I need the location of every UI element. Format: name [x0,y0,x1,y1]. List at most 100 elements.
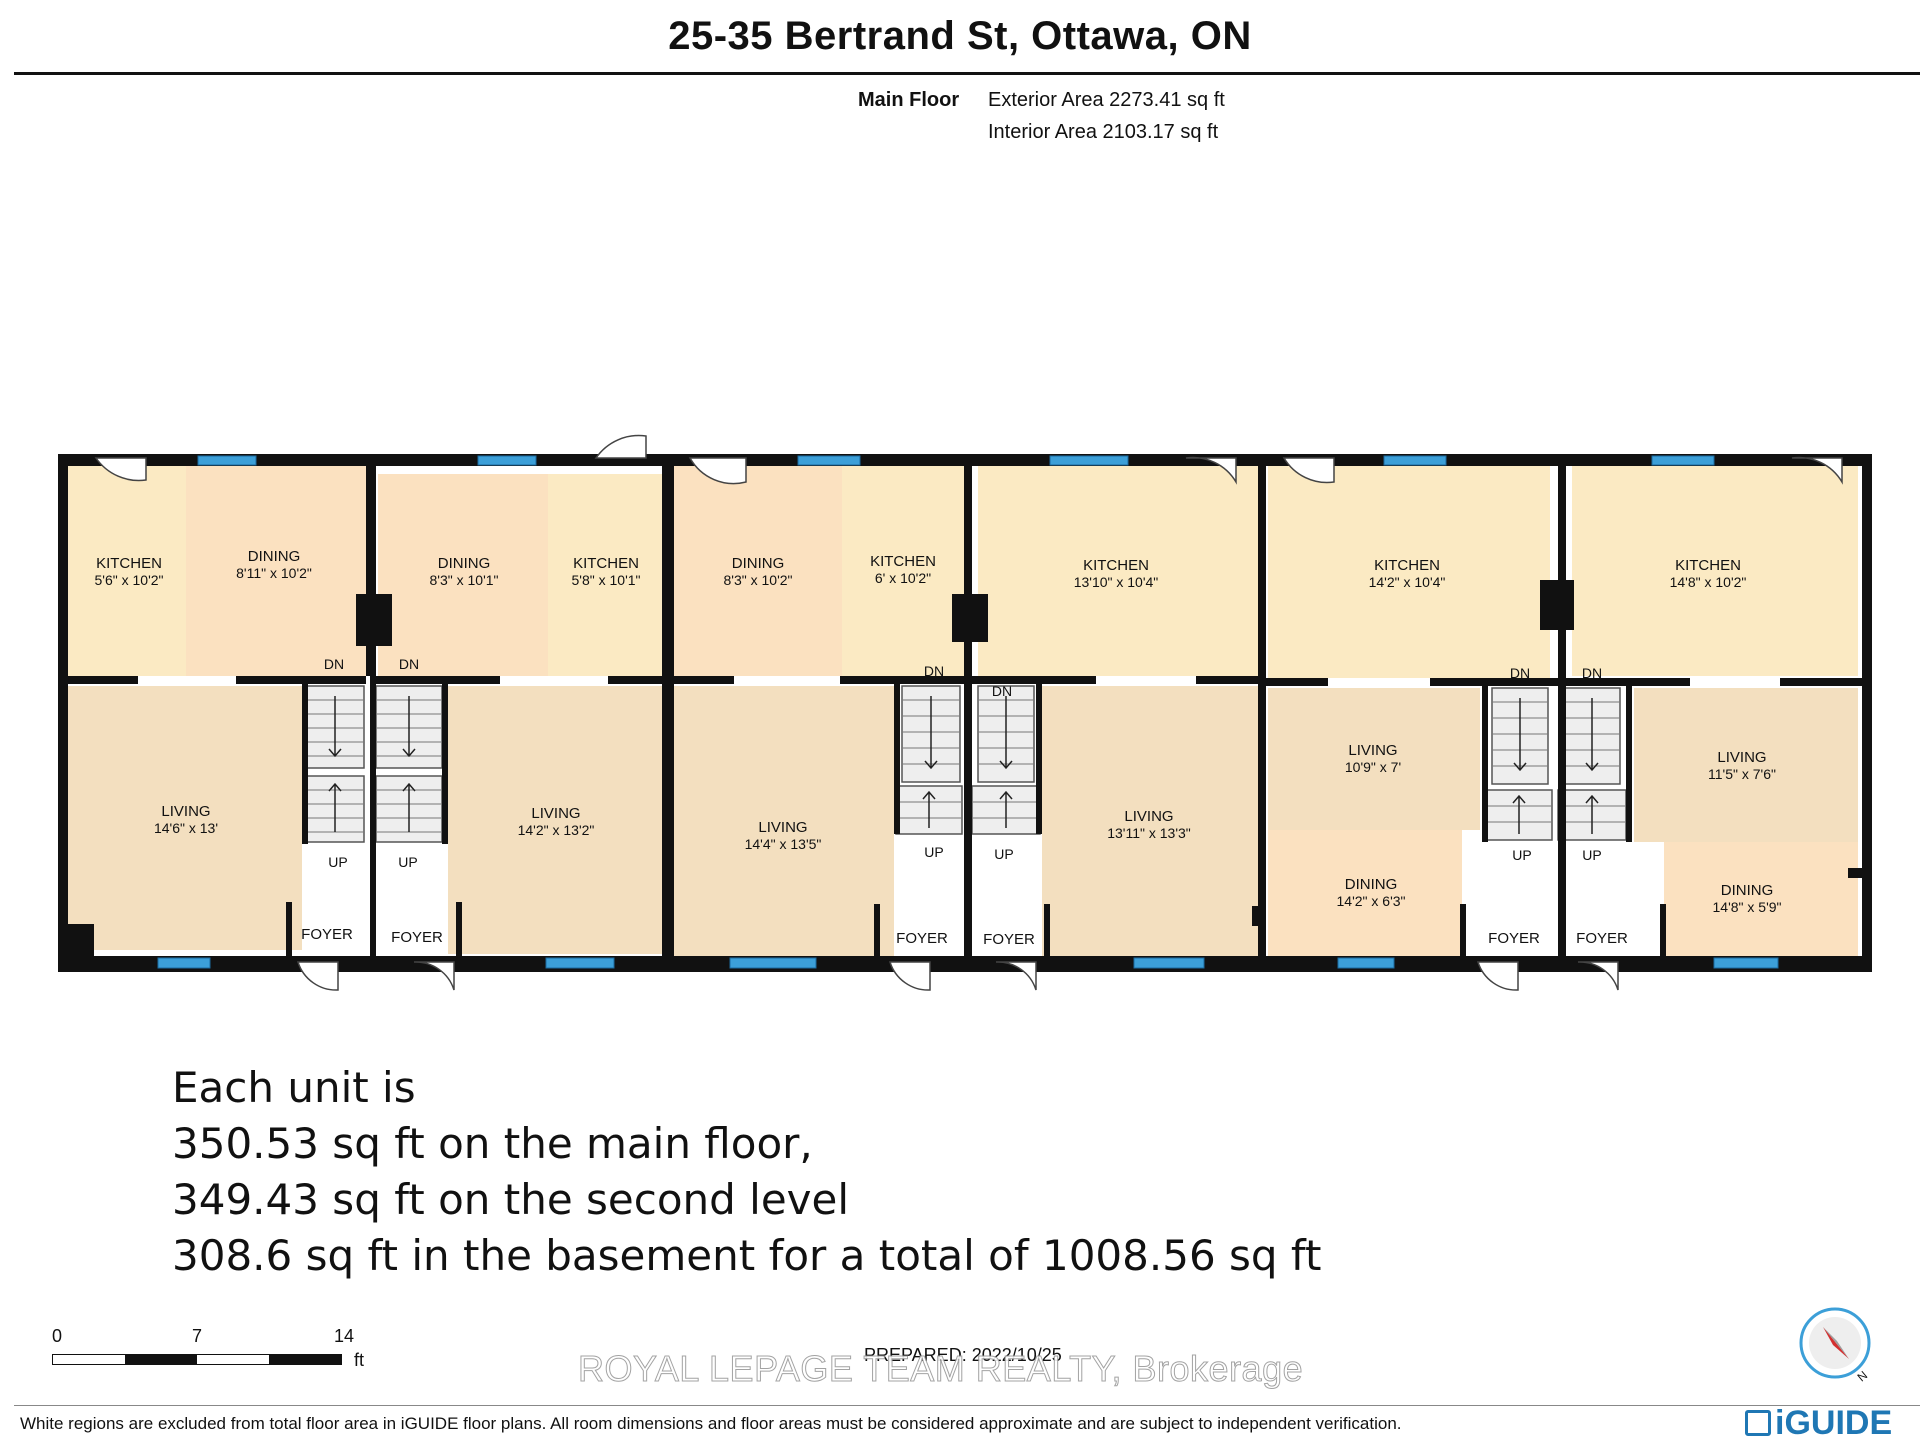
scale-tick: 0 [52,1326,63,1346]
wall-party-1 [370,466,376,966]
room-name: KITCHEN [96,555,162,572]
room-dimensions: 11'5" x 7'6" [1708,766,1776,782]
scale-tick: 14 [334,1326,355,1346]
u6-dining-area [1664,842,1858,956]
note-line: 308.6 sq ft in the basement for a total … [172,1231,1322,1280]
footer-divider [14,1405,1920,1406]
u3-dining-area [674,466,842,676]
corner-post [68,924,94,958]
window [797,455,861,466]
wall-mid-2a [376,676,500,684]
page-title: 25-35 Bertrand St, Ottawa, ON [668,14,1252,58]
window [729,957,817,969]
door-swing [1185,456,1237,485]
stair-wall-3 [894,684,900,834]
foyer-wall-5 [1460,904,1466,958]
wall-north [58,454,1872,466]
foyer-wall-4 [1044,904,1050,958]
u4-living-area [1042,686,1258,956]
room-dimensions: 6' x 10'2" [875,570,931,586]
room-name: DINING [248,548,301,565]
u1-living-area [66,686,302,950]
stair-down-label: DN [324,656,344,672]
u5-dining-area [1268,830,1462,956]
wall-mid-6b [1780,678,1862,686]
note-line: 350.53 sq ft on the main floor, [172,1119,813,1168]
wall-mid-5b [1430,678,1558,686]
title-divider [14,72,1920,75]
door-swing [995,961,1037,991]
room-dimensions: 14'6" x 13' [154,820,218,836]
door-swing [1476,961,1519,991]
window [157,957,211,969]
wall-mid-4a [972,676,1096,684]
room-name: DINING [1345,876,1398,893]
wall-party-3 [964,466,972,966]
room-name: LIVING [1124,808,1173,825]
room-dimensions: 13'11" x 13'3" [1107,825,1191,841]
room-dimensions: 14'8" x 10'2" [1670,574,1747,590]
brand-name: iGUIDE [1775,1404,1893,1442]
wall-mid-3a [674,676,734,684]
u1-dining-area [186,466,366,676]
stair-wall-1 [302,684,308,844]
u2-dining-area [378,474,548,676]
room-dimensions: 13'10" x 10'4" [1074,574,1159,590]
wall-mid-6a [1566,678,1690,686]
stair-arrows [328,696,1599,834]
unit-area-note: Each unit is 350.53 sq ft on the main fl… [172,1060,1321,1284]
room-dimensions: 8'11" x 10'2" [236,565,312,581]
door-swing [413,961,455,991]
foyer-wall-1 [286,902,292,958]
window [1713,957,1779,969]
room-name: KITCHEN [1083,557,1149,574]
u3-kitchen-area [842,466,964,676]
u2-living-area [448,686,662,954]
stair-down-label: DN [924,663,944,679]
room-dimensions: 14'2" x 13'2" [518,822,595,838]
note-line: Each unit is [172,1063,416,1112]
room-name: KITCHEN [1374,557,1440,574]
wall-mid-5a [1266,678,1328,686]
room-name: LIVING [1348,742,1397,759]
chimney-1 [356,594,392,646]
wall-party-5 [1558,466,1566,966]
chimney-2 [952,594,988,642]
room-name: LIVING [1717,749,1766,766]
room-name: FOYER [1488,930,1540,947]
compass-north-label: N [1855,1368,1871,1384]
foyer-wall-6 [1660,904,1666,958]
wall-west [58,454,68,972]
room-name: KITCHEN [1675,557,1741,574]
wall-east [1862,454,1872,972]
door-swing [94,457,147,482]
scale-segments [52,1354,342,1365]
window [1049,455,1129,466]
brand-icon [1745,1410,1771,1436]
interior-area: Interior Area 2103.17 sq ft [988,121,1219,143]
room-name: LIVING [531,805,580,822]
room-dimensions: 8'3" x 10'1" [430,572,499,588]
wall-mid-4b [1196,676,1258,684]
window [1383,455,1447,466]
room-name: FOYER [391,929,443,946]
note-line: 349.43 sq ft on the second level [172,1175,850,1224]
room-name: FOYER [983,931,1035,948]
room-name: LIVING [161,803,210,820]
stair-up-label: UP [924,844,943,860]
stair-up-label: UP [1512,847,1531,863]
room-labels: KITCHEN 5'6" x 10'2" DINING 8'11" x 10'2… [95,548,1782,948]
stair-wall-4 [1036,684,1042,834]
stair-up-label: UP [328,854,347,870]
room-dimensions: 10'9" x 7' [1345,759,1401,775]
brokerage-watermark: ROYAL LEPAGE TEAM REALTY, Brokerage [577,1348,1304,1390]
room-dimensions: 8'3" x 10'2" [724,572,793,588]
u5-kitchen-area [1268,466,1550,678]
room-name: FOYER [1576,930,1628,947]
window [477,455,537,466]
room-name: KITCHEN [870,553,936,570]
compass-icon: N [1799,1307,1871,1384]
wall-mid-1a [68,676,138,684]
stair-down-label: DN [399,656,419,672]
exterior-area: Exterior Area 2273.41 sq ft [988,89,1225,111]
